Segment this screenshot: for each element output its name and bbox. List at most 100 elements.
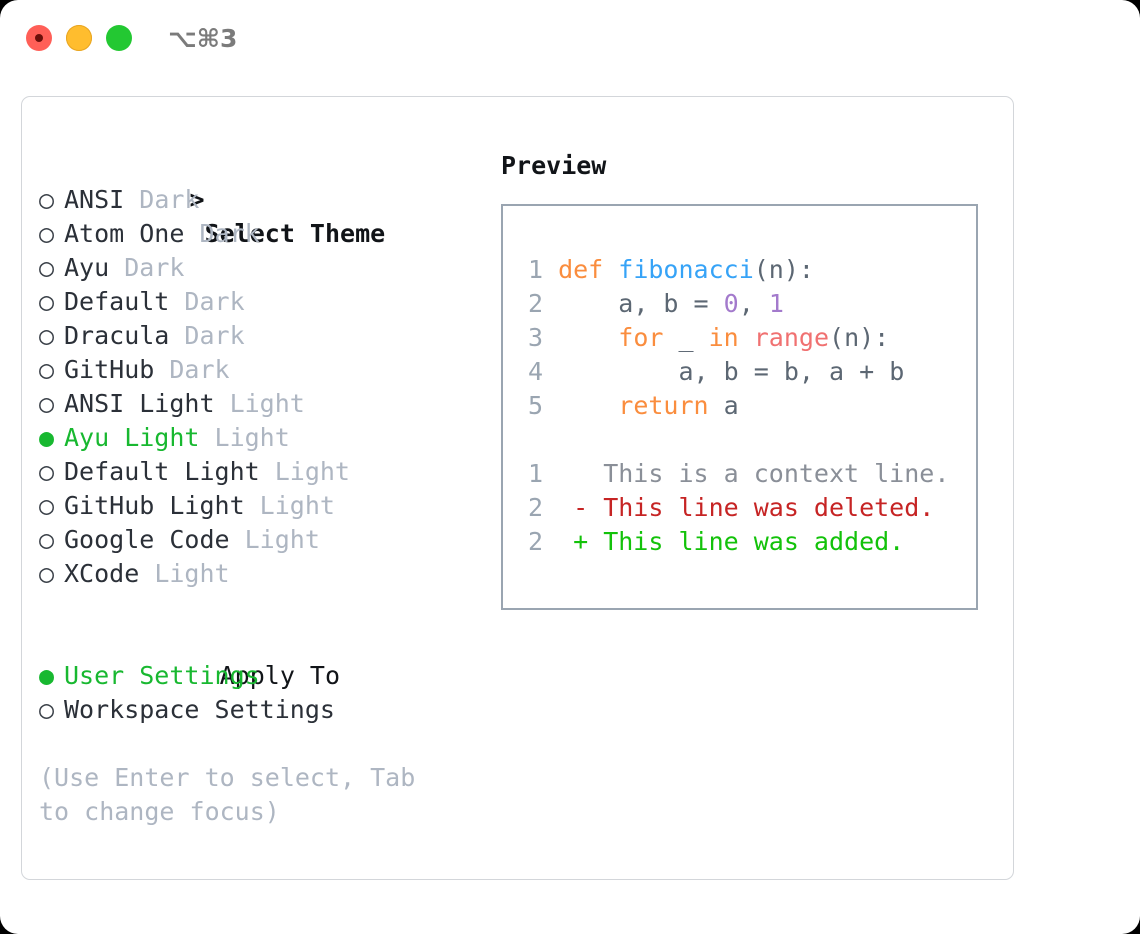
code-token-plain: , — [738, 289, 769, 318]
theme-option-ansi-light[interactable]: ○ANSI Light Light — [39, 387, 479, 421]
theme-option-tag: Light — [214, 423, 290, 452]
code-token-plain: _ — [678, 323, 709, 352]
code-token-punc: (n): — [753, 255, 814, 284]
theme-option-github-light[interactable]: ○ GitHub Light Light — [39, 489, 479, 523]
code-token-fn: fibonacci — [618, 255, 754, 284]
theme-option-github[interactable]: ○GitHub Dark — [39, 353, 479, 387]
traffic-lights — [26, 25, 132, 51]
theme-option-default[interactable]: ○Default Dark — [39, 285, 479, 319]
diff-line-text: + This line was added. — [543, 527, 905, 556]
code-gutter-space — [543, 289, 558, 318]
radio-selected-icon: ● — [39, 661, 55, 690]
code-token-kw: return — [558, 391, 724, 420]
theme-option-tag: Dark — [184, 321, 245, 350]
theme-option-default-light[interactable]: ○Default Light Light — [39, 455, 479, 489]
select-theme-title: Select Theme — [204, 219, 386, 248]
code-line: 3 for _ in range(n): — [518, 321, 970, 355]
code-line: 4 a, b = b, a + b — [518, 355, 970, 389]
theme-option-label: ANSI Light — [64, 389, 230, 418]
apply-option-label: Workspace Settings — [64, 695, 335, 724]
code-gutter-space — [543, 255, 558, 284]
focus-caret-icon: > — [189, 185, 205, 214]
theme-option-tag: Light — [154, 559, 230, 588]
apply-option-user-settings[interactable]: ● User Settings — [39, 659, 479, 693]
code-line: 5 return a — [518, 389, 970, 423]
apply-option-label: User Settings — [64, 661, 260, 690]
theme-option-ayu[interactable]: ○ Ayu Dark — [39, 251, 479, 285]
keyboard-shortcut-label: ⌥⌘3 — [168, 24, 238, 53]
code-token-num: 1 — [768, 289, 784, 318]
code-gutter-space — [543, 391, 558, 420]
diff-line-ctx: 1 This is a context line. — [518, 457, 970, 491]
code-token-kw: def — [558, 255, 619, 284]
code-token-plain: a — [723, 391, 739, 420]
title-bar: ⌥⌘3 — [0, 0, 1140, 78]
code-token-kw: for — [558, 323, 679, 352]
theme-option-dracula[interactable]: ○Dracula Dark — [39, 319, 479, 353]
theme-option-tag: Light — [259, 491, 335, 520]
diff-line-text: This is a context line. — [543, 459, 950, 488]
apply-to-title: Apply To — [219, 661, 341, 690]
theme-list: ○ANSI Dark○Atom One Dark○Ayu Dark○Defaul… — [39, 183, 479, 591]
code-gutter-space — [543, 357, 558, 386]
diff-line-add: 2 + This line was added. — [518, 525, 970, 559]
code-line-number: 5 — [527, 391, 543, 420]
code-line-number: 3 — [527, 323, 543, 352]
theme-option-xcode[interactable]: ○XCode Light — [39, 557, 479, 591]
keyboard-hint: (Use Enter to select, Tab to change focu… — [39, 763, 431, 826]
radio-unselected-icon: ○ — [39, 559, 55, 588]
theme-option-tag: Dark — [184, 287, 245, 316]
code-token-kw: in — [708, 323, 754, 352]
radio-unselected-icon: ○ — [39, 491, 55, 520]
theme-option-tag: Light — [229, 389, 305, 418]
code-token-num: 0 — [723, 289, 739, 318]
theme-option-ansi[interactable]: ○ANSI Dark — [39, 183, 479, 217]
radio-unselected-icon: ○ — [39, 185, 55, 214]
diff-line-text: - This line was deleted. — [543, 493, 935, 522]
code-token-plain: a, b = b, a + b — [558, 357, 905, 386]
theme-option-tag: Dark — [199, 219, 260, 248]
theme-option-google-code[interactable]: ○ Google Code Light — [39, 523, 479, 557]
theme-option-label: GitHub Light — [64, 491, 260, 520]
code-token-bi: range — [753, 323, 830, 352]
theme-option-label: Atom One — [64, 219, 200, 248]
code-token-plain: a, b = — [558, 289, 724, 318]
code-line: 1 def fibonacci(n): — [518, 253, 970, 287]
theme-option-atom-one[interactable]: ○Atom One Dark — [39, 217, 479, 251]
diff-line-number: 2 — [527, 527, 543, 556]
right-column: Preview 1 def fibonacci(n):2 a, b = 0, 1… — [501, 149, 1001, 610]
diff-lines: 1 This is a context line.2 - This line w… — [518, 457, 970, 559]
theme-option-label: GitHub — [64, 355, 170, 384]
code-line: 2 a, b = 0, 1 — [518, 287, 970, 321]
apply-to-list: ● User Settings ○ Workspace Settings — [39, 659, 479, 727]
theme-picker-card: > Select Theme ○ANSI Dark○Atom One Dark○… — [21, 96, 1014, 880]
theme-option-label: Ayu — [64, 253, 125, 282]
code-line-number: 1 — [527, 255, 543, 284]
code-token-punc: (n): — [829, 323, 890, 352]
theme-option-tag: Dark — [124, 253, 185, 282]
left-column: > Select Theme ○ANSI Dark○Atom One Dark○… — [39, 149, 479, 829]
theme-option-label: Ayu Light — [64, 423, 215, 452]
maximize-button-icon[interactable] — [106, 25, 132, 51]
theme-option-tag: Light — [274, 457, 350, 486]
radio-unselected-icon: ○ — [39, 525, 55, 554]
theme-option-ayu-light[interactable]: ● Ayu Light Light — [39, 421, 479, 455]
code-gutter-space — [543, 323, 558, 352]
theme-option-tag: Light — [244, 525, 320, 554]
radio-selected-icon: ● — [39, 423, 55, 452]
apply-to-header: Apply To — [39, 625, 479, 690]
diff-line-del: 2 - This line was deleted. — [518, 491, 970, 525]
radio-unselected-icon: ○ — [39, 253, 55, 282]
theme-option-label: Google Code — [64, 525, 245, 554]
diff-line-number: 1 — [527, 459, 543, 488]
apply-option-workspace-settings[interactable]: ○ Workspace Settings — [39, 693, 479, 727]
close-button-icon[interactable] — [26, 25, 52, 51]
theme-option-tag: Dark — [169, 355, 230, 384]
radio-unselected-icon: ○ — [39, 695, 55, 724]
code-diff-spacer — [518, 423, 970, 457]
minimize-button-icon[interactable] — [66, 25, 92, 51]
diff-line-number: 2 — [527, 493, 543, 522]
preview-title: Preview — [501, 151, 607, 180]
